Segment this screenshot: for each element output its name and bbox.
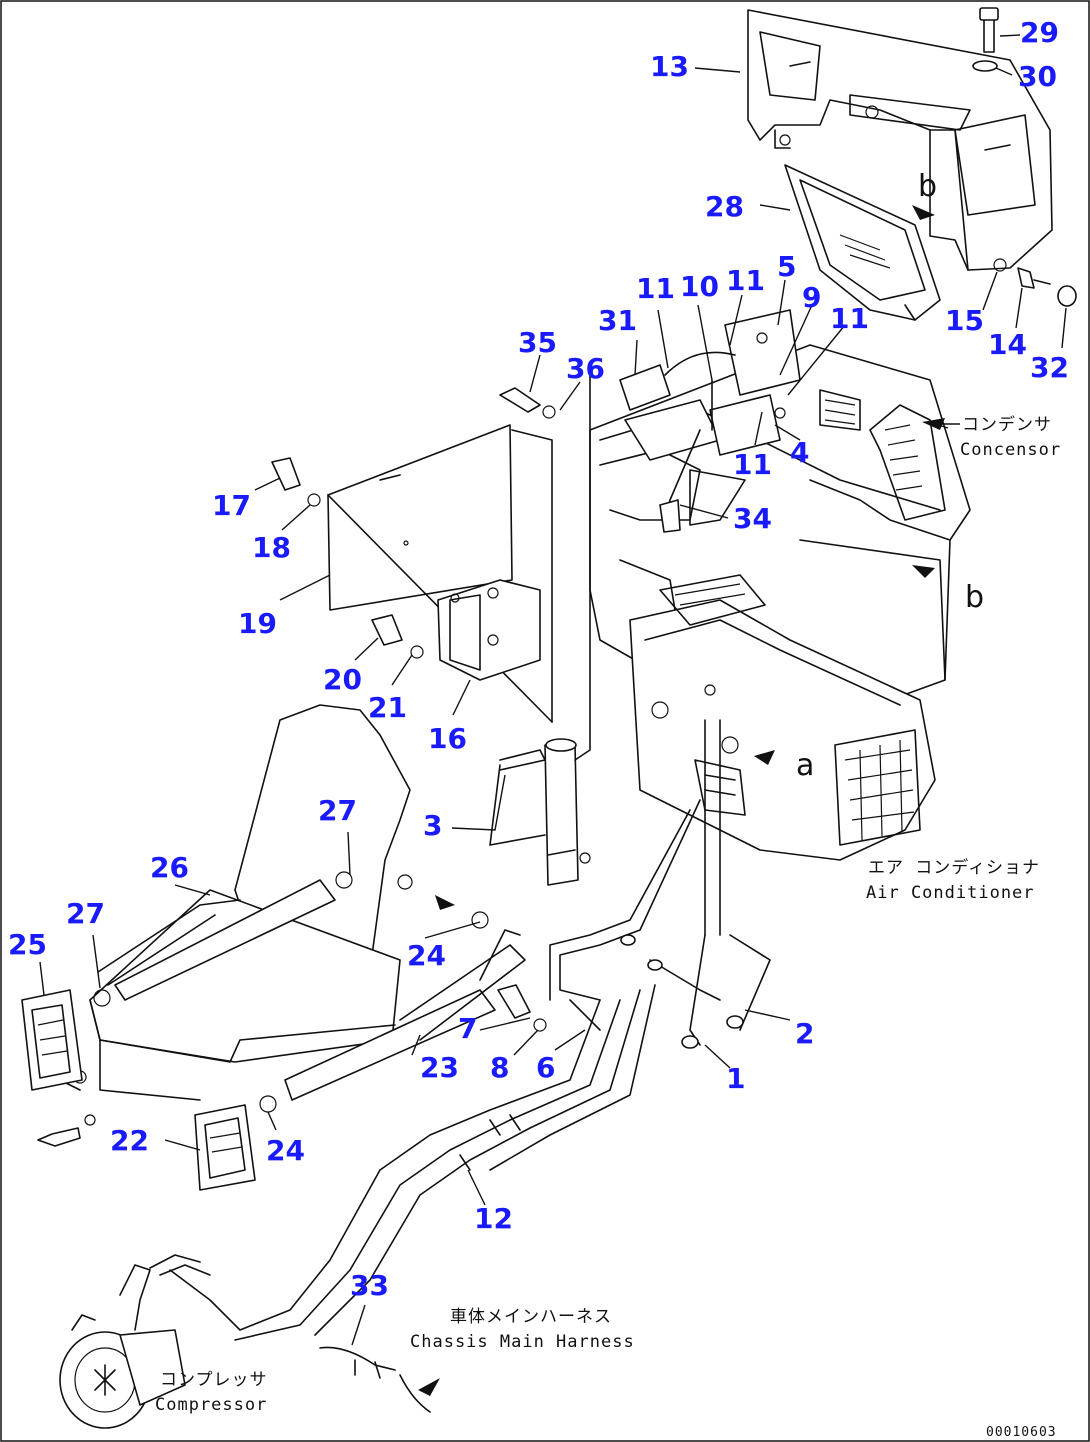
leader-lines xyxy=(39,34,1067,1346)
part-label-6: 6 xyxy=(536,1051,555,1084)
part-label-18: 18 xyxy=(252,531,291,564)
part-label-30: 30 xyxy=(1018,60,1057,93)
ref-a-lower: a xyxy=(796,748,814,783)
cover-plate-drawing xyxy=(327,424,553,723)
part-label-27-upper: 27 xyxy=(318,794,357,827)
part-label-32: 32 xyxy=(1030,351,1069,384)
annotations: コンデンサ Concensor エア コンディショナ Air Condition… xyxy=(155,414,1061,1440)
part-label-12: 12 xyxy=(474,1202,513,1235)
bolt-29-drawing xyxy=(972,7,999,72)
drawing-code: 00010603 xyxy=(986,1425,1057,1440)
part-label-25: 25 xyxy=(8,928,47,961)
duct-assembly-drawing xyxy=(59,704,526,1113)
reference-letters: b b a xyxy=(796,169,984,783)
part-label-26: 26 xyxy=(150,851,189,884)
part-label-21: 21 xyxy=(368,691,407,724)
condenser-label-jp: コンデンサ xyxy=(962,414,1052,435)
hose-assembly-drawing xyxy=(169,719,771,1341)
vent-outlet-25-drawing xyxy=(21,989,83,1091)
part-label-27-lower: 27 xyxy=(66,897,105,930)
part-label-11-right: 11 xyxy=(830,302,869,335)
part-label-4: 4 xyxy=(790,436,809,469)
part-label-33: 33 xyxy=(350,1269,389,1302)
screw-22-drawing xyxy=(37,1114,96,1147)
part-label-17: 17 xyxy=(212,489,251,522)
part-label-15: 15 xyxy=(945,304,984,337)
part-label-29: 29 xyxy=(1020,16,1059,49)
part-label-13: 13 xyxy=(650,50,689,83)
ref-b-lower: b xyxy=(965,580,984,615)
part-label-3: 3 xyxy=(423,809,442,842)
harness-connector-drawing xyxy=(319,1346,440,1413)
part-label-5: 5 xyxy=(777,250,796,283)
part-label-2: 2 xyxy=(795,1017,814,1050)
bolt-7-drawing xyxy=(497,984,547,1032)
bolt-17-drawing xyxy=(271,457,321,507)
compressor-label-en: Compressor xyxy=(155,1395,267,1415)
part-label-35: 35 xyxy=(518,326,557,359)
part-label-16: 16 xyxy=(428,722,467,755)
filter-grille-drawing xyxy=(784,164,941,321)
part-label-24-lower: 24 xyxy=(266,1134,305,1167)
bolt-20-drawing xyxy=(371,614,424,659)
part-label-14: 14 xyxy=(988,328,1027,361)
condenser-label-en: Concensor xyxy=(960,440,1061,460)
aircon-label-jp: エア コンディショナ xyxy=(868,857,1040,878)
compressor-drawing xyxy=(59,1254,211,1429)
part-label-1: 1 xyxy=(726,1062,745,1095)
part-label-11-top-left: 11 xyxy=(636,272,675,305)
receiver-drier-drawing xyxy=(489,369,591,886)
part-label-10: 10 xyxy=(680,270,719,303)
ref-b-upper: b xyxy=(918,169,937,204)
aircon-label-en: Air Conditioner xyxy=(866,883,1035,903)
vent-outlet-22-drawing xyxy=(194,1104,256,1191)
part-label-11-top-right: 11 xyxy=(726,264,765,297)
part-label-9: 9 xyxy=(802,281,821,314)
harness-label-jp: 車体メインハーネス xyxy=(450,1307,612,1327)
part-labels: 13 29 30 28 15 14 32 5 9 11 10 11 11 31 … xyxy=(8,16,1069,1302)
part-label-19: 19 xyxy=(238,607,277,640)
top-cover-drawing xyxy=(747,9,1053,271)
part-label-11-bottom: 11 xyxy=(733,448,772,481)
part-label-23: 23 xyxy=(420,1051,459,1084)
bolt-14-drawing xyxy=(993,258,1077,307)
pointer-arrows xyxy=(435,205,960,910)
bolt-35-drawing xyxy=(499,387,556,419)
part-label-34: 34 xyxy=(733,502,772,535)
harness-label-en: Chassis Main Harness xyxy=(410,1332,635,1352)
part-label-28: 28 xyxy=(705,190,744,223)
part-label-31: 31 xyxy=(598,304,637,337)
part-label-8: 8 xyxy=(490,1051,509,1084)
part-label-36: 36 xyxy=(566,352,605,385)
compressor-label-jp: コンプレッサ xyxy=(160,1370,268,1390)
part-label-7: 7 xyxy=(458,1012,477,1045)
part-label-20: 20 xyxy=(323,663,362,696)
part-label-24-upper: 24 xyxy=(407,939,446,972)
part-label-22: 22 xyxy=(110,1124,149,1157)
